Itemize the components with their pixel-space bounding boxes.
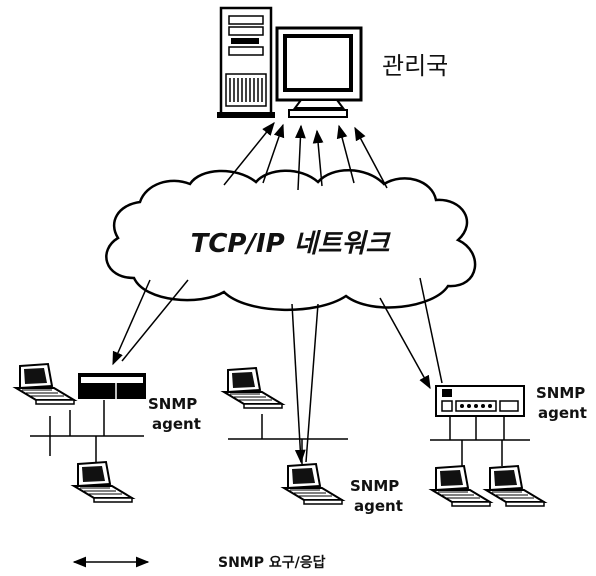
agent-label-line2: agent	[538, 404, 587, 422]
laptop-icon	[283, 463, 343, 505]
laptop-icon	[431, 465, 491, 507]
laptop-icon	[223, 367, 283, 409]
legend: SNMP 요구/응답	[72, 554, 326, 571]
arrow	[419, 277, 443, 384]
arrow	[223, 121, 275, 186]
arrow	[379, 297, 431, 390]
arrow	[336, 124, 355, 184]
right-lan-segment: SNMP agent	[430, 384, 587, 507]
arrow	[312, 129, 324, 187]
arrow	[112, 279, 151, 366]
network-label: TCP/IP 네트워크	[191, 229, 392, 259]
monitor-icon	[275, 26, 363, 118]
network-device-icon	[78, 373, 146, 399]
laptop-icon	[73, 461, 133, 503]
agent-label-line1: SNMP	[148, 395, 197, 413]
router-icon	[435, 385, 525, 417]
manager-label: 관리국	[382, 52, 448, 80]
arrow	[291, 303, 306, 464]
agent-label-line1: SNMP	[350, 477, 399, 495]
arrow	[295, 124, 306, 191]
left-lan-segment: SNMP agent	[15, 363, 201, 503]
arrow	[121, 279, 189, 362]
arrow	[262, 123, 285, 184]
agent-label-line1: SNMP	[536, 384, 585, 402]
arrow	[305, 303, 319, 463]
tcpip-network-cloud: TCP/IP 네트워크	[105, 169, 477, 311]
laptop-icon	[485, 465, 545, 507]
middle-lan-segment: SNMP agent	[223, 367, 403, 515]
agent-label-line2: agent	[152, 415, 201, 433]
manager-station: 관리국	[217, 6, 448, 118]
agent-label-line2: agent	[354, 497, 403, 515]
manager-arrows	[223, 121, 388, 191]
laptop-icon	[15, 363, 75, 405]
server-tower-icon	[217, 6, 275, 118]
agent-arrows	[112, 277, 443, 464]
arrow	[354, 126, 388, 189]
legend-label: SNMP 요구/응답	[218, 554, 326, 571]
